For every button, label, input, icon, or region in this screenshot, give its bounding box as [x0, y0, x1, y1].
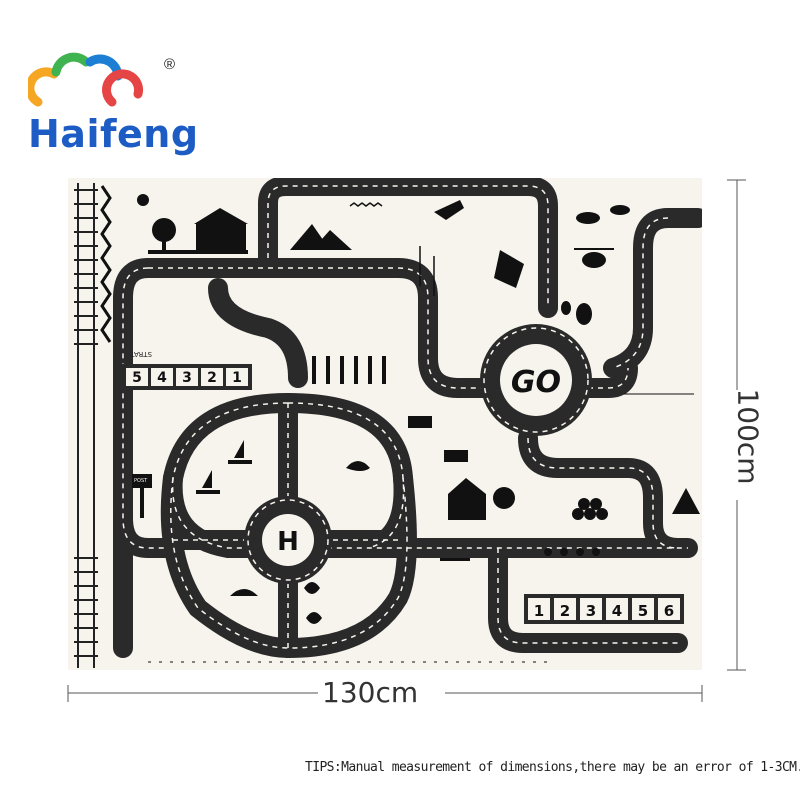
post-label: POST: [134, 478, 148, 484]
sun-icon: [137, 194, 149, 206]
dolphin-icon: [346, 461, 370, 471]
railway-track: [74, 183, 112, 668]
parking-slot: [554, 598, 576, 620]
parking-slot: [226, 368, 248, 386]
registered-mark: ®: [164, 56, 176, 73]
hot-air-balloon-icon: [576, 303, 592, 325]
umbrella-icon: [230, 589, 258, 596]
helipad-label: H: [277, 527, 299, 557]
swing-icon: [440, 558, 470, 561]
go-label: GO: [511, 365, 561, 400]
sailboat-icon: [234, 440, 244, 458]
parking-slot: [151, 368, 173, 386]
parking-slot: [632, 598, 654, 620]
parking-slot-number: 1: [232, 370, 242, 386]
plane-icon: [434, 200, 464, 220]
parking-slot-number: 3: [182, 370, 192, 386]
parking-slot-number: 4: [612, 602, 622, 620]
width-label: 130cm: [322, 676, 419, 709]
cow-icon: [408, 416, 432, 428]
crops-icon: [312, 356, 386, 384]
parking-slot-number: 6: [664, 602, 674, 620]
parking-slot-number: 3: [586, 602, 596, 620]
food-icons: [544, 548, 600, 556]
parking-slot-number: 2: [207, 370, 217, 386]
strat-label: STRAT: [129, 350, 152, 358]
tree-icon: [152, 218, 176, 242]
windmill-icon: [419, 246, 435, 296]
house-icon: [194, 208, 248, 250]
decorations: [132, 194, 700, 663]
logs-icon: [572, 498, 608, 520]
birds-icon: [349, 202, 383, 207]
kite-icon: [494, 250, 524, 288]
helicopter-icon: [574, 248, 614, 268]
go-roundabout: GO: [480, 324, 592, 436]
helipad: H: [244, 496, 332, 584]
parking-slot: [126, 368, 148, 386]
cloud-icon: [576, 212, 600, 224]
brand-name: Haifeng: [28, 112, 199, 156]
parking-slot: [658, 598, 680, 620]
parking-slot-number: 5: [638, 602, 648, 620]
parking-slot: [606, 598, 628, 620]
parking-slot-number: 4: [157, 370, 167, 386]
parking-slot: [201, 368, 223, 386]
parking-slot: [528, 598, 550, 620]
parking-slot-number: 1: [534, 602, 544, 620]
tent-icon: [672, 488, 700, 514]
parking-slot-number: 2: [560, 602, 570, 620]
parking-slot-number: 5: [132, 370, 142, 386]
shrub-icon: [304, 582, 320, 594]
cloud-logo-icon: [25, 52, 143, 107]
brand-logo: ® Haifeng: [25, 50, 199, 160]
parking-slot: [176, 368, 198, 386]
parking-slot: [580, 598, 602, 620]
tips-note: TIPS:Manual measurement of dimensions,th…: [305, 760, 800, 775]
post-box-icon: [132, 474, 152, 488]
barn-icon: [448, 478, 486, 520]
height-label: 100cm: [731, 388, 765, 485]
